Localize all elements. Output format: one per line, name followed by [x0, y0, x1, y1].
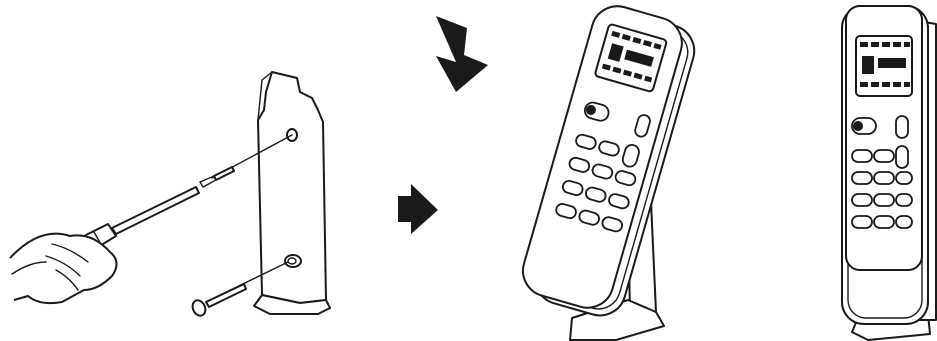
step-3-remote-in-holder	[842, 6, 936, 340]
arrow-right-icon	[398, 184, 438, 234]
remote-control-seated	[842, 6, 928, 324]
arrow-down-icon	[436, 16, 488, 92]
step-1-mount-holder	[10, 72, 330, 318]
step-2-insert-remote	[516, 0, 702, 340]
wall-holder	[254, 72, 330, 314]
hand-icon	[10, 234, 117, 304]
remote-control-icon	[516, 0, 702, 321]
